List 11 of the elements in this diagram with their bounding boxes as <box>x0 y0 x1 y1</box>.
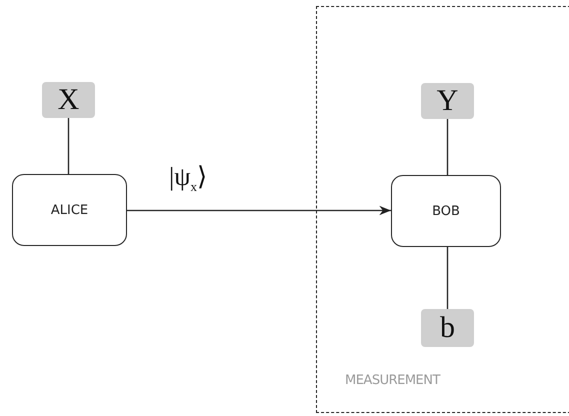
region-label: MEASUREMENT <box>345 373 440 388</box>
connector-line <box>68 118 70 174</box>
variable-box: b <box>421 309 474 347</box>
measurement-region <box>316 6 569 413</box>
arrow <box>127 206 391 216</box>
party-box: ALICE <box>12 174 127 246</box>
connector-line <box>446 247 448 309</box>
variable-box: Y <box>421 83 474 119</box>
connector-line <box>446 119 448 175</box>
variable-box: X <box>42 82 95 118</box>
party-box: BOB <box>391 175 501 247</box>
